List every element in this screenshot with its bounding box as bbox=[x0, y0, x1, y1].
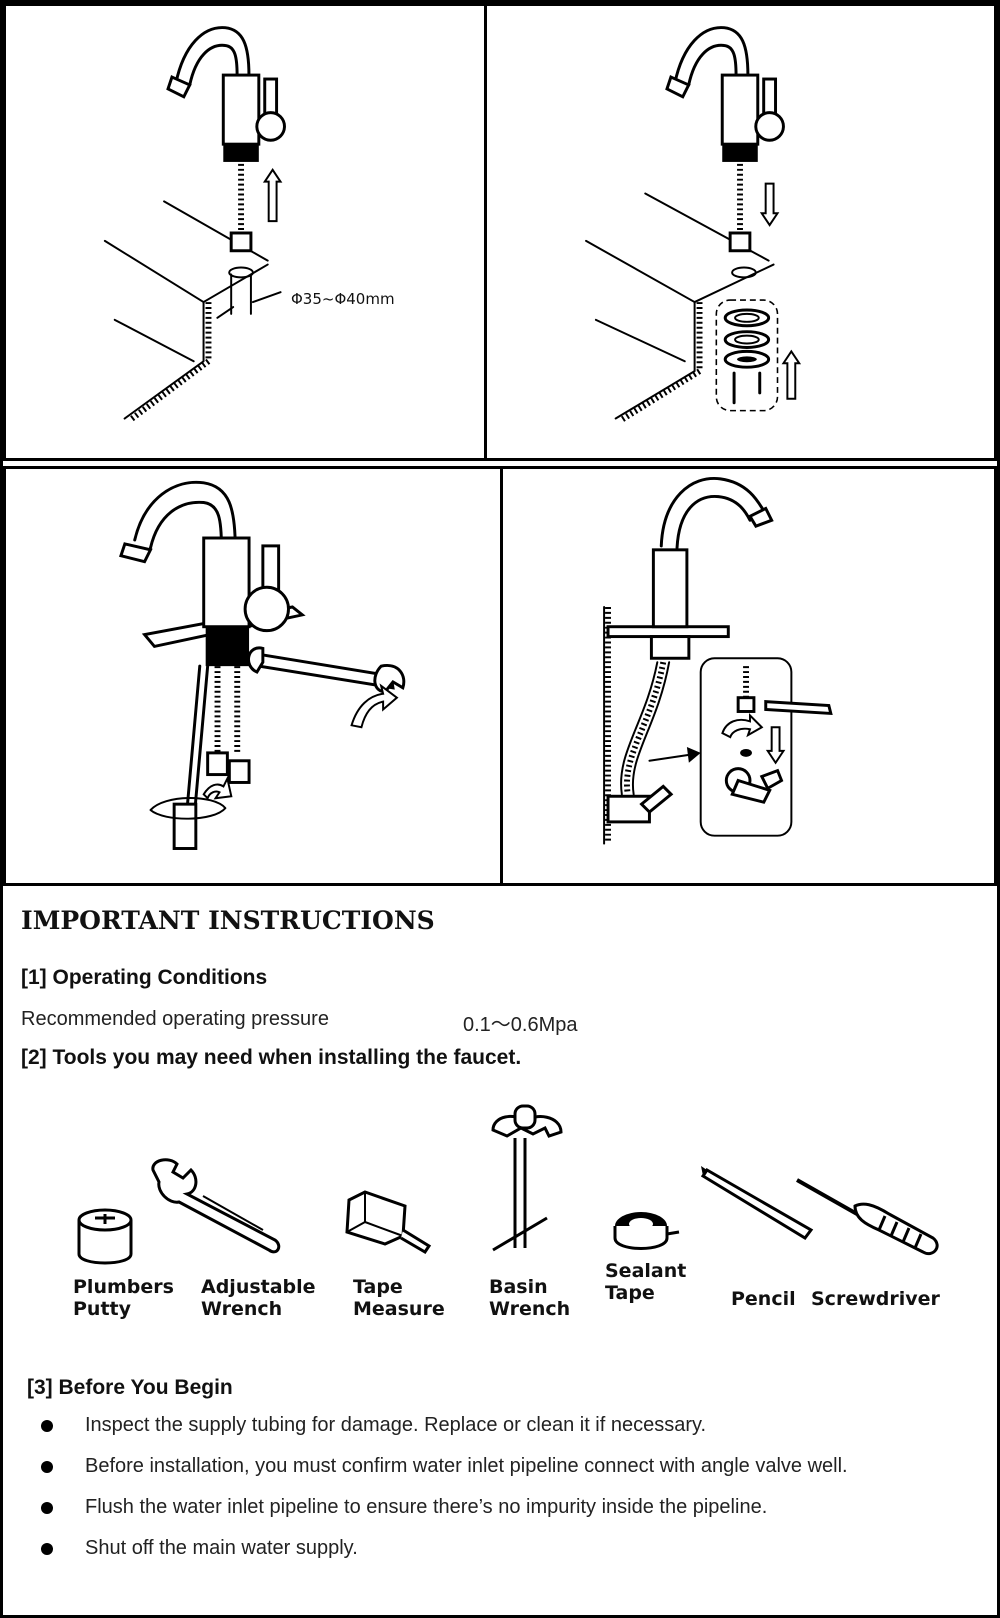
sealant-tape-icon bbox=[613, 1212, 680, 1250]
bullet-icon bbox=[41, 1502, 53, 1514]
step-2-washers-diagram bbox=[484, 3, 997, 461]
list-item: Inspect the supply tubing for damage. Re… bbox=[37, 1414, 987, 1455]
tool-label-line1: Plumbers bbox=[73, 1276, 174, 1298]
screwdriver-icon bbox=[796, 1178, 939, 1255]
tool-label-line1: Screwdriver bbox=[811, 1288, 940, 1310]
tool-label-line2: Tape bbox=[605, 1282, 655, 1304]
putty-icon bbox=[77, 1208, 133, 1265]
tool-label-line2: Putty bbox=[73, 1298, 132, 1320]
pencil-icon bbox=[701, 1166, 814, 1240]
list-item: Before installation, you must confirm wa… bbox=[37, 1455, 987, 1496]
step-1-insert-faucet-diagram: Φ35~Φ40mm bbox=[3, 3, 487, 461]
instructions-title: IMPORTANT INSTRUCTIONS bbox=[21, 906, 435, 935]
tool-label-line2: Measure bbox=[353, 1298, 445, 1320]
tool-label-line2: Wrench bbox=[201, 1298, 283, 1320]
bullet-icon bbox=[41, 1461, 53, 1473]
faucet-insert-illustration bbox=[103, 26, 286, 423]
step-4-angle-valve-diagram bbox=[500, 466, 997, 886]
washer-assembly-illustration bbox=[585, 26, 802, 424]
angle-valve-connection-illustration bbox=[603, 476, 833, 845]
tool-label-line2: Wrench bbox=[489, 1298, 571, 1320]
step-3-tighten-diagram bbox=[3, 466, 503, 886]
basin-wrench-icon bbox=[491, 1104, 563, 1252]
list-item: Flush the water inlet pipeline to ensure… bbox=[37, 1496, 987, 1537]
tool-label-line1: Sealant bbox=[605, 1260, 687, 1282]
pressure-label: Recommended operating pressure bbox=[21, 1008, 329, 1030]
tools-heading: [2] Tools you may need when installing t… bbox=[21, 1046, 522, 1069]
adjustable-wrench-icon bbox=[151, 1158, 281, 1254]
pressure-value: 0.1～0.6Mpa bbox=[463, 1014, 578, 1036]
instructions-section: IMPORTANT INSTRUCTIONS [1] Operating Con… bbox=[3, 886, 997, 1615]
tool-label-line1: Basin bbox=[489, 1276, 548, 1298]
bullet-icon bbox=[41, 1420, 53, 1432]
tighten-nut-illustration bbox=[119, 480, 406, 850]
list-item: Shut off the main water supply. bbox=[37, 1537, 987, 1578]
tool-label-line1: Tape bbox=[353, 1276, 403, 1298]
tool-label-line1: Adjustable bbox=[201, 1276, 316, 1298]
tool-label-line1: Pencil bbox=[731, 1288, 796, 1310]
before-you-begin-list: Inspect the supply tubing for damage. Re… bbox=[37, 1414, 987, 1578]
tape-measure-icon bbox=[345, 1190, 432, 1254]
hole-dimension-label: Φ35~Φ40mm bbox=[291, 290, 395, 308]
bullet-icon bbox=[41, 1543, 53, 1555]
operating-conditions-heading: [1] Operating Conditions bbox=[21, 966, 268, 989]
before-you-begin-heading: [3] Before You Begin bbox=[27, 1376, 233, 1399]
